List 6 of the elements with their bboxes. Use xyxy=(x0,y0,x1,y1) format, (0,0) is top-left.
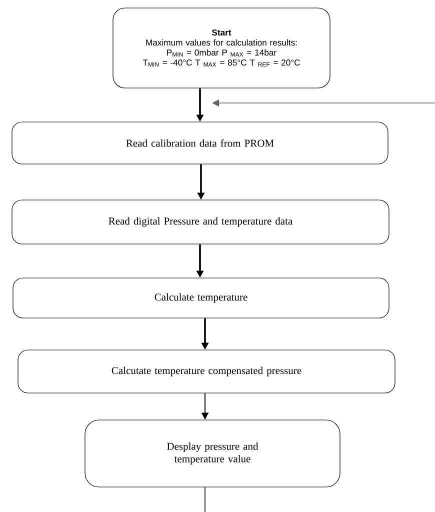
process-box: Start Maximum values for calculation results: P$_{MIN}$ = 0mbar P $_{MAX}$ = 14bar T$_{MIN}$ = -40°C T $_{MAX}$ = 85°C T $_{REF}$ = 20°C xyxy=(112,8,330,88)
process-box: Read digital Pressure and temperature data xyxy=(12,200,390,244)
process-box: Desplay pressure and temperature value xyxy=(84,420,340,488)
process-box: Read calibration data from PROM xyxy=(12,122,388,164)
process-box: Calcutate temperature compensated pressure xyxy=(18,350,396,394)
process-box: Calculate temperature xyxy=(12,278,390,318)
